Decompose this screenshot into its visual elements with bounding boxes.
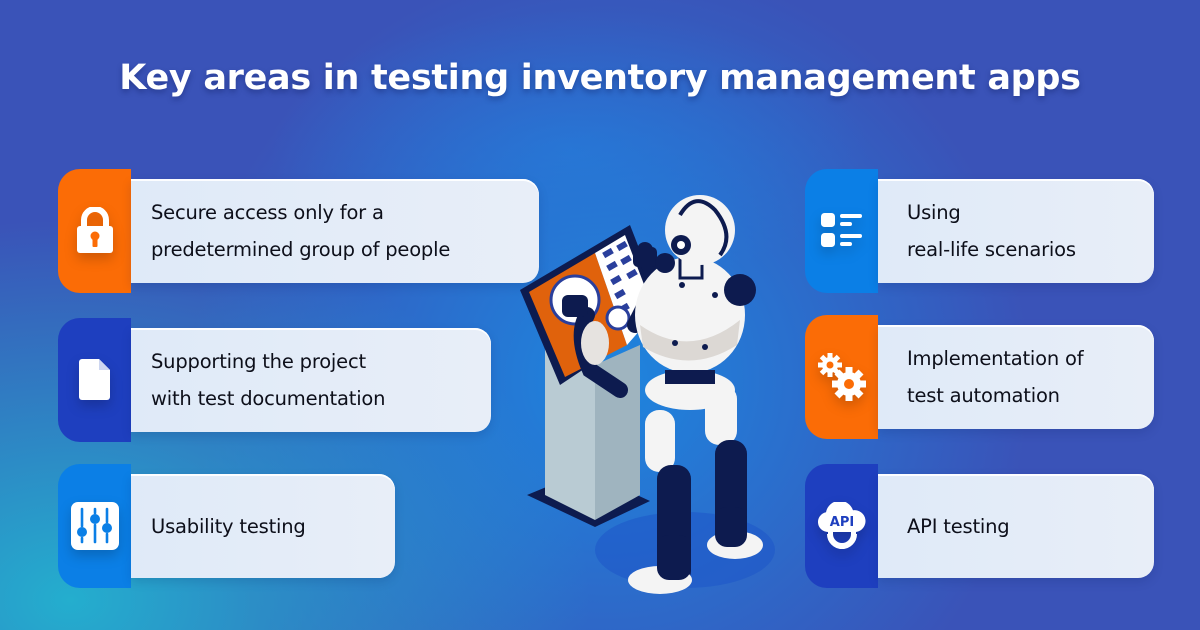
- icon-tab: API: [805, 464, 878, 588]
- card-text-line: test automation: [907, 384, 1060, 407]
- robot-illustration: [515, 195, 785, 600]
- card: Supporting the project with test documen…: [131, 328, 491, 432]
- lock-icon: [75, 207, 115, 255]
- list-icon: [820, 213, 863, 249]
- icon-tab: [805, 315, 878, 439]
- card-text-line: with test documentation: [151, 387, 386, 410]
- card: Secure access only for a predetermined g…: [131, 179, 539, 283]
- sliders-icon: [70, 502, 119, 550]
- icon-tab: [58, 169, 131, 293]
- card-text-line: Using: [907, 201, 961, 224]
- card: API testing: [878, 474, 1154, 578]
- card-text-line: API testing: [907, 514, 1010, 538]
- icon-tab: [805, 169, 878, 293]
- card: Usability testing: [131, 474, 395, 578]
- card-text-line: Usability testing: [151, 514, 306, 538]
- api-cloud-icon: API: [816, 502, 868, 550]
- card: Implementation of test automation: [878, 325, 1154, 429]
- card-text-line: Secure access only for a: [151, 201, 384, 224]
- card-text-line: predetermined group of people: [151, 238, 451, 261]
- gears-icon: [817, 352, 867, 402]
- icon-tab: [58, 464, 131, 588]
- icon-tab: [58, 318, 131, 442]
- svg-text:API: API: [829, 515, 853, 530]
- card: Using real-life scenarios: [878, 179, 1154, 283]
- card-text-line: Supporting the project: [151, 350, 366, 373]
- document-icon: [78, 359, 111, 401]
- card-text-line: real-life scenarios: [907, 238, 1076, 261]
- page-title: Key areas in testing inventory managemen…: [119, 58, 1081, 98]
- card-text-line: Implementation of: [907, 347, 1084, 370]
